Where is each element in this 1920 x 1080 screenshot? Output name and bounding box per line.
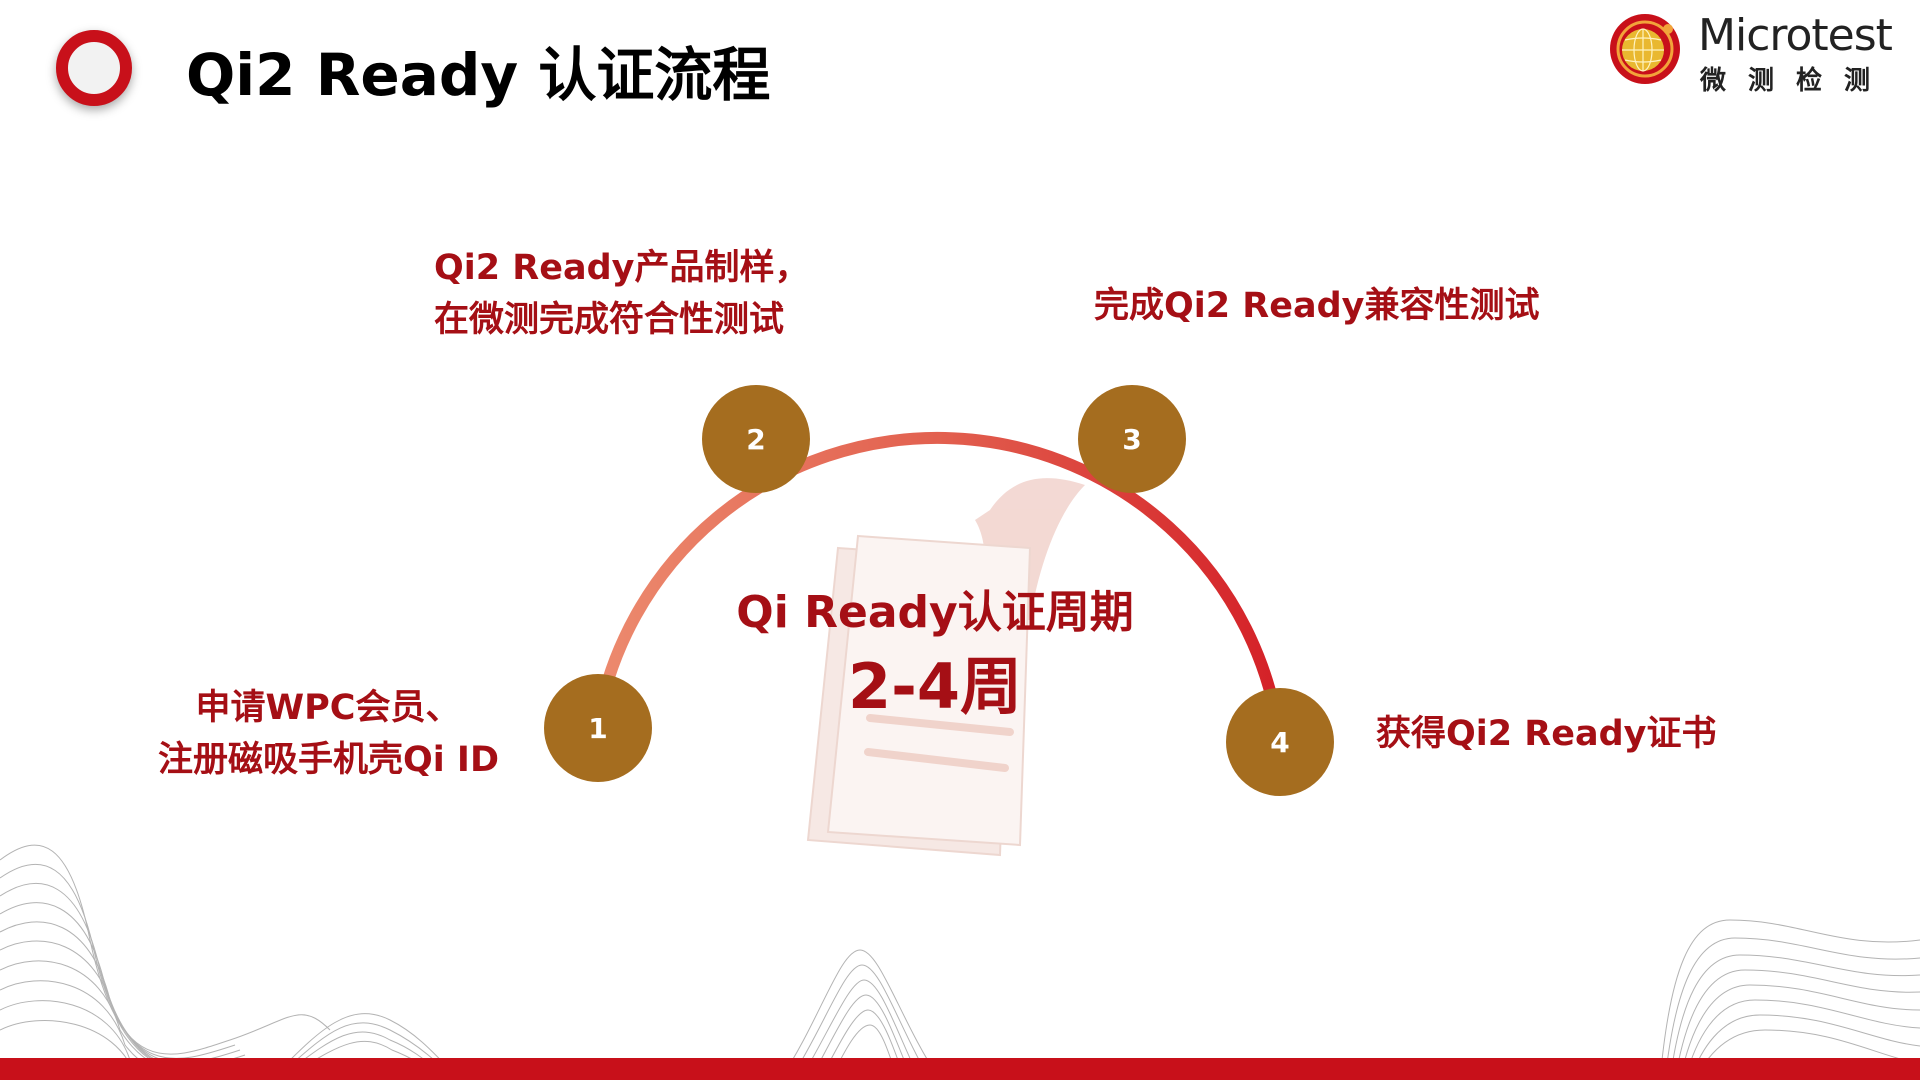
step-4-marker: 4	[1226, 688, 1334, 796]
step-3-marker: 3	[1078, 385, 1186, 493]
step-2-line-2: 在微测完成符合性测试	[434, 300, 785, 340]
logo-name-en: Microtest	[1698, 10, 1893, 61]
step-4-line-1: 获得Qi2 Ready证书	[1376, 714, 1717, 754]
step-1-line-2: 注册磁吸手机壳Qi ID	[158, 740, 500, 780]
globe-logo-icon	[1610, 14, 1680, 84]
step-1-description: 申请WPC会员、 注册磁吸手机壳Qi ID	[158, 682, 500, 786]
step-1-marker: 1	[544, 674, 652, 782]
step-3-line-1: 完成Qi2 Ready兼容性测试	[1094, 286, 1540, 326]
step-1-line-1: 申请WPC会员、	[195, 688, 461, 728]
cycle-label: Qi Ready认证周期	[736, 587, 1134, 638]
cycle-duration: 2-4周	[847, 650, 1022, 723]
step-4-description: 获得Qi2 Ready证书	[1376, 708, 1716, 760]
document-icon	[806, 478, 1085, 857]
footer-bar	[0, 1058, 1920, 1080]
page-title: Qi2 Ready 认证流程	[186, 41, 771, 109]
step-2-marker: 2	[702, 385, 810, 493]
microtest-logo: Microtest 微测检测	[1608, 10, 1908, 96]
step-2-line-1: Qi2 Ready产品制样，	[434, 248, 810, 288]
logo-name-cn: 微测检测	[1700, 66, 1893, 96]
step-3-description: 完成Qi2 Ready兼容性测试	[1094, 280, 1539, 332]
step-2-description: Qi2 Ready产品制样， 在微测完成符合性测试	[434, 242, 809, 346]
